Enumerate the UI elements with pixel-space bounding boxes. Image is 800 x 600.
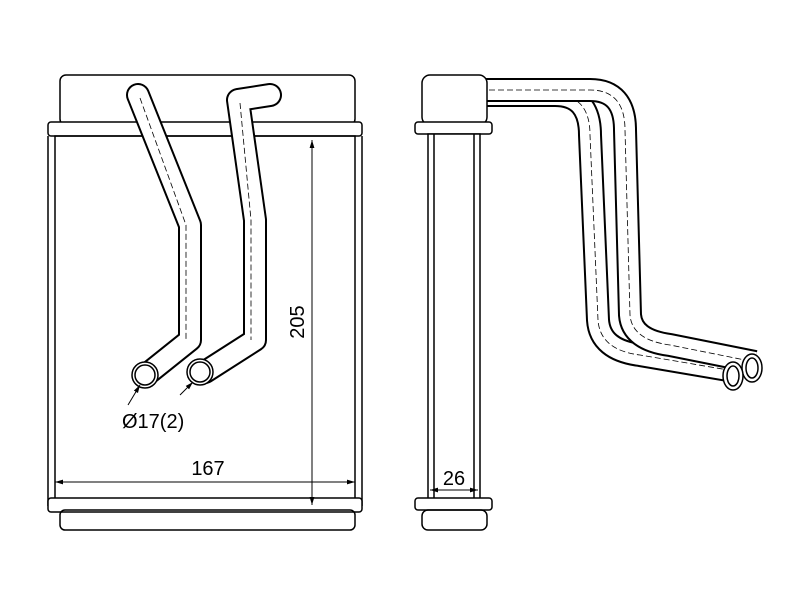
- pipe-diameter-label: Ø17(2): [122, 411, 184, 433]
- outlet-pipe: [193, 83, 282, 384]
- top-tank: [59, 74, 356, 126]
- depth-dimension-label: 26: [443, 468, 465, 490]
- side-pipes: [480, 78, 763, 391]
- bottom-tank: [59, 509, 356, 531]
- top-header-plate: [47, 121, 363, 137]
- inlet-pipe: [126, 83, 202, 384]
- outlet-pipe-end: [186, 358, 214, 386]
- bottom-header-plate: [47, 497, 363, 513]
- width-dimension-label: 167: [191, 458, 224, 480]
- front-view: [47, 74, 363, 531]
- height-dimension-label: 205: [287, 305, 309, 338]
- side-bottom-tank: [421, 509, 488, 531]
- side-view: [414, 74, 763, 531]
- side-core: [427, 133, 481, 501]
- side-top-tank: [421, 74, 488, 126]
- inlet-pipe-end: [131, 361, 159, 389]
- core: [54, 135, 356, 507]
